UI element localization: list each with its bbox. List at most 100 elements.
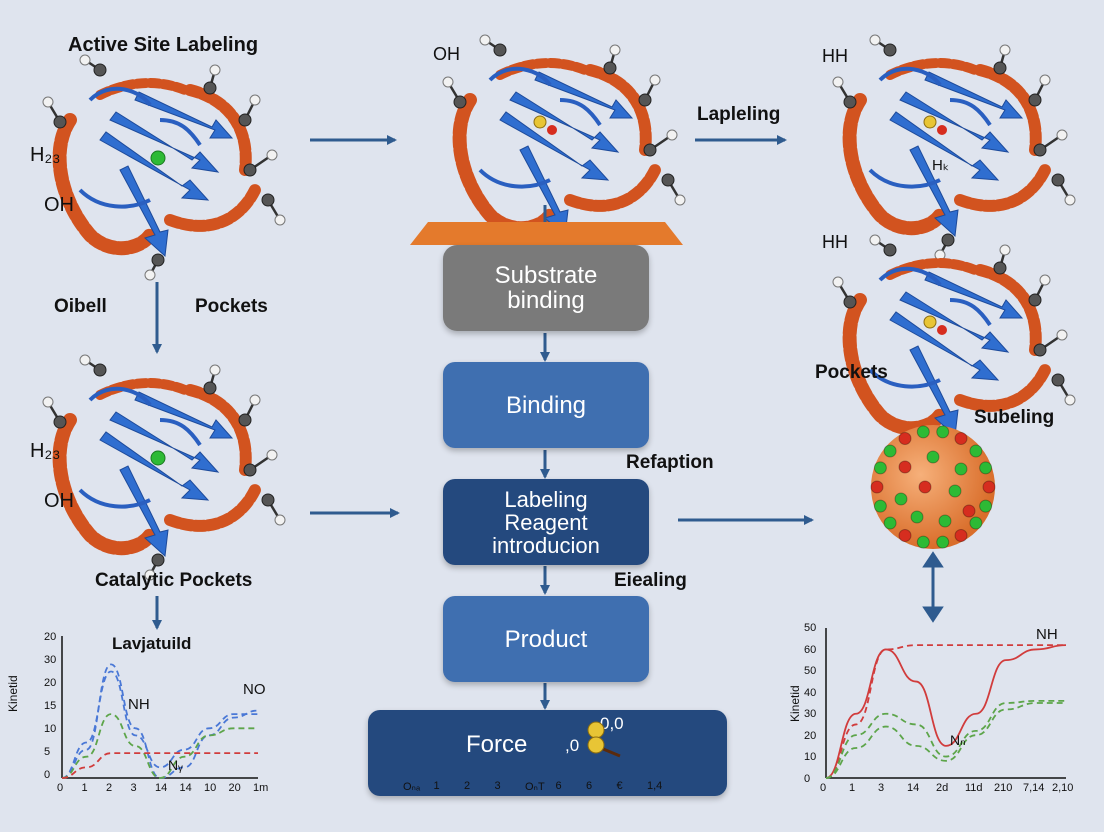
hydrogen-atom <box>266 149 278 161</box>
y-tick-label: 0 <box>804 772 811 785</box>
force-box: Force <box>368 710 727 796</box>
surface-label-dot <box>910 510 924 524</box>
beta-sheet <box>109 411 220 473</box>
beta-sheet <box>134 91 234 139</box>
surface-label-dot <box>926 450 940 464</box>
hydrogen-atom <box>1039 74 1051 86</box>
binding-box: Binding <box>443 362 649 448</box>
left-kinetic-chart <box>61 636 259 779</box>
hydrogen-atom <box>666 129 678 141</box>
hydrogen-atom <box>479 34 491 46</box>
force-label: Force <box>466 731 528 758</box>
x-tick-label: 3 <box>130 782 137 794</box>
hydrogen-atom <box>42 96 54 108</box>
active-site-atom <box>937 325 947 335</box>
series-line <box>61 663 259 779</box>
surface-label-dot <box>916 535 930 549</box>
active-site-title: Active Site Labeling <box>68 34 259 56</box>
hydrogen-atom <box>1064 394 1076 406</box>
surface-label-dot <box>979 461 993 475</box>
surface-label-dot <box>873 499 887 513</box>
beta-sheet <box>499 111 610 181</box>
hydrogen-atom <box>209 64 221 76</box>
top-middle-oh-label: OH <box>433 44 460 64</box>
surface-label-dot <box>962 504 976 518</box>
left-chart-title: Lavjatuild <box>112 634 192 653</box>
surface-label-dot <box>918 480 932 494</box>
surface-label-dot <box>898 432 912 446</box>
x-tick-label: 0 <box>57 782 64 794</box>
y-tick-label: 50 <box>804 665 817 677</box>
protein-structure-top-right <box>832 34 1076 261</box>
substrate-binding-box: Substrate binding <box>443 245 649 331</box>
surface-label-dot <box>870 480 884 494</box>
hydrogen-atom <box>144 269 156 281</box>
force-tag: 0,0 <box>600 714 624 733</box>
hydrogen-atom <box>999 44 1011 56</box>
loop <box>868 266 992 389</box>
active-site-atom <box>923 315 937 329</box>
carbon-atom <box>843 95 857 109</box>
protein-structure-top-left <box>42 54 286 281</box>
surface-label-dot <box>936 535 950 549</box>
protein-structure-mid-right <box>832 234 1076 461</box>
alpha-helix <box>564 164 661 212</box>
x-tick-label: 1m <box>253 782 269 794</box>
carbon-atom <box>151 553 165 567</box>
hydrogen-atom <box>274 214 286 226</box>
x-tick-label: 0 <box>820 782 827 794</box>
right-annotation-n: Nₙ <box>950 732 966 748</box>
alpha-helix <box>52 113 157 256</box>
alpha-helix <box>164 484 261 532</box>
beta-sheet <box>924 271 1024 319</box>
beta-sheet <box>134 391 234 439</box>
y-tick-label: 10 <box>804 751 817 763</box>
binding-label: Binding <box>505 391 587 419</box>
beta-sheet <box>909 345 959 438</box>
series-line <box>61 752 258 779</box>
beta-sheet <box>899 291 1010 353</box>
x-tick-label: 210 <box>994 782 1013 794</box>
carbon-atom <box>261 193 275 207</box>
hydrogen-atom <box>832 276 844 288</box>
carbon-atom <box>203 81 217 95</box>
carbon-atom <box>1028 293 1042 307</box>
force-tick-label: 6 <box>586 780 593 792</box>
force-tick-label: 1,4 <box>647 780 663 792</box>
alpha-helix <box>974 264 1042 356</box>
series-line <box>61 670 258 779</box>
force-tick-label: 2 <box>464 780 471 792</box>
protein-structure-mid-left <box>42 354 286 581</box>
carbon-atom <box>93 363 107 377</box>
surface-label-dot <box>898 460 912 474</box>
hydrogen-atom <box>869 34 881 46</box>
left-annotation-n: Nᵧ <box>168 757 183 773</box>
x-tick-label: 2,10 <box>1052 782 1074 794</box>
alpha-helix <box>842 93 947 236</box>
surface-label-dot <box>936 425 950 439</box>
beta-sheet <box>119 465 169 558</box>
x-tick-label: 7,14 <box>1023 782 1045 794</box>
product-box: Product <box>443 596 649 682</box>
carbon-atom <box>643 143 657 157</box>
x-tick-label: 10 <box>204 782 217 794</box>
x-tick-label: 2 <box>106 782 113 794</box>
surface-label-dot <box>894 492 908 506</box>
active-site-atom <box>150 150 166 166</box>
y-tick-label: 20 <box>44 677 57 689</box>
carbon-atom <box>243 463 257 477</box>
top-left-oh-label: OH <box>44 194 74 216</box>
force-tick-label: 6 <box>555 780 562 792</box>
carbon-atom <box>1051 373 1065 387</box>
hydrogen-atom <box>274 514 286 526</box>
carbon-atom <box>993 261 1007 275</box>
loop <box>478 66 602 189</box>
x-tick-label: 11d <box>965 782 983 794</box>
loop <box>78 386 202 509</box>
hydrogen-atom <box>266 449 278 461</box>
right-chart-ylabel: Kinetid <box>788 685 802 722</box>
x-tick-label: 1 <box>849 782 856 794</box>
hydrogen-atom <box>1064 194 1076 206</box>
left-chart-ylabel: Kinetid <box>6 675 20 712</box>
refaption-label: Refaption <box>626 452 714 473</box>
